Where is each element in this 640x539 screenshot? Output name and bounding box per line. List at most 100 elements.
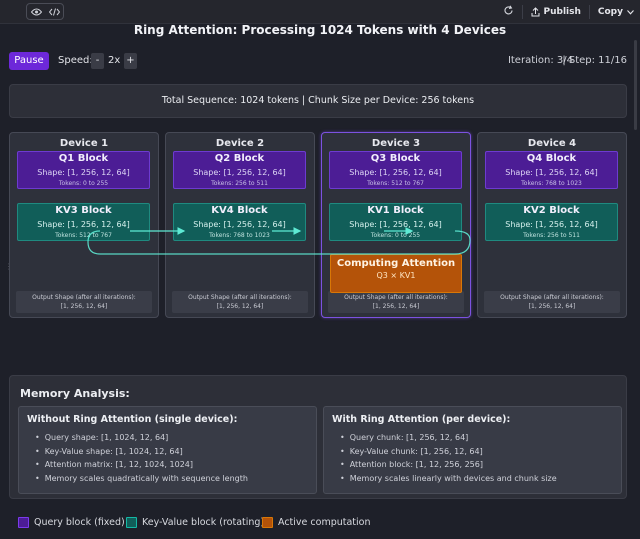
speed-label: Speed: <box>58 55 93 66</box>
block-tokens: Tokens: 0 to 255 <box>58 180 109 187</box>
output-shape-label: Output Shape (after all iterations): <box>32 294 136 301</box>
list-item: Query shape: [1, 1024, 12, 64] <box>35 431 248 445</box>
list-item: Query chunk: [1, 256, 12, 64] <box>340 431 557 445</box>
block-name: Q4 Block <box>526 153 577 164</box>
block-tokens: Tokens: 512 to 767 <box>55 232 112 239</box>
block-name: Q1 Block <box>58 153 109 164</box>
toolbar-divider <box>588 5 590 19</box>
speed-decrease-button[interactable]: - <box>91 53 104 69</box>
query-block: Q1 Block Shape: [1, 256, 12, 64] Tokens:… <box>17 151 150 189</box>
block-shape: Shape: [1, 256, 12, 64] <box>349 220 442 229</box>
view-toggle-group <box>26 3 64 20</box>
chevron-down-icon <box>627 9 634 15</box>
output-shape-value: [1, 256, 12, 64] <box>528 303 576 310</box>
output-shape-value: [1, 256, 12, 64] <box>372 303 420 310</box>
output-shape-value: [1, 256, 12, 64] <box>216 303 264 310</box>
block-shape: Shape: [1, 256, 12, 64] <box>505 168 598 177</box>
legend-label: Key-Value block (rotating) <box>142 517 265 528</box>
block-tokens: Tokens: 768 to 1023 <box>521 180 582 187</box>
rotation-return-arrow <box>87 230 471 255</box>
code-icon[interactable] <box>48 7 60 16</box>
toolbar-actions: Publish Copy <box>503 3 635 21</box>
scrollbar[interactable] <box>634 40 637 130</box>
output-shape: Output Shape (after all iterations): [1,… <box>484 291 620 313</box>
list-item: Key-Value chunk: [1, 256, 12, 64] <box>340 445 557 459</box>
query-block: Q3 Block Shape: [1, 256, 12, 64] Tokens:… <box>329 151 462 189</box>
iteration-counter: Iteration: 3/4 <box>507 55 573 66</box>
block-name: KV4 Block <box>211 205 268 216</box>
output-shape: Output Shape (after all iterations): [1,… <box>328 291 464 313</box>
block-tokens: Tokens: 0 to 255 <box>370 232 421 239</box>
memory-list: Query shape: [1, 1024, 12, 64] Key-Value… <box>35 431 248 485</box>
page-title: Ring Attention: Processing 1024 Tokens w… <box>133 23 507 37</box>
ring-diagram: Device 1 Q1 Block Shape: [1, 256, 12, 64… <box>0 130 640 322</box>
block-tokens: Tokens: 256 to 511 <box>211 180 268 187</box>
block-shape: Shape: [1, 256, 12, 64] <box>193 168 286 177</box>
list-item: Memory scales quadratically with sequenc… <box>35 472 248 486</box>
device-card-2: Device 2 Q2 Block Shape: [1, 256, 12, 64… <box>165 132 315 318</box>
compute-title: Computing Attention <box>336 258 456 269</box>
block-shape: Shape: [1, 256, 12, 64] <box>505 220 598 229</box>
device-card-4: Device 4 Q4 Block Shape: [1, 256, 12, 64… <box>477 132 627 318</box>
speed-value: 2x <box>108 55 121 66</box>
publish-label: Publish <box>543 7 581 17</box>
copy-label: Copy <box>597 7 623 17</box>
block-tokens: Tokens: 512 to 767 <box>367 180 424 187</box>
query-block: Q2 Block Shape: [1, 256, 12, 64] Tokens:… <box>173 151 306 189</box>
speed-increase-button[interactable]: + <box>124 53 137 69</box>
sequence-summary: Total Sequence: 1024 tokens | Chunk Size… <box>9 84 627 118</box>
query-block: Q4 Block Shape: [1, 256, 12, 64] Tokens:… <box>485 151 618 189</box>
device-card-1: Device 1 Q1 Block Shape: [1, 256, 12, 64… <box>9 132 159 318</box>
publish-icon <box>531 7 539 17</box>
kv-rotation-arrows <box>87 227 471 255</box>
kv-block: KV3 Block Shape: [1, 256, 12, 64] Tokens… <box>17 203 150 241</box>
eye-icon[interactable] <box>30 8 42 16</box>
legend-label: Active computation <box>278 517 371 528</box>
kv-block: KV4 Block Shape: [1, 256, 12, 64] Tokens… <box>173 203 306 241</box>
block-tokens: Tokens: 768 to 1023 <box>209 232 270 239</box>
block-tokens: Tokens: 256 to 511 <box>523 232 580 239</box>
publish-button[interactable]: Publish <box>531 7 581 17</box>
output-shape: Output Shape (after all iterations): [1,… <box>16 291 152 313</box>
memory-without-ring: Without Ring Attention (single device): … <box>18 406 317 494</box>
block-name: KV2 Block <box>523 205 580 216</box>
legend-swatch <box>18 517 29 528</box>
memory-box-title: Without Ring Attention (single device): <box>27 414 238 425</box>
playback-controls: Pause Speed: - 2x + Iteration: 3/4 | Ste… <box>9 51 629 71</box>
top-toolbar: Publish Copy <box>0 0 640 24</box>
memory-with-ring: With Ring Attention (per device): Query … <box>323 406 622 494</box>
step-counter: | Step: 11/16 <box>562 55 627 66</box>
device-title: Device 2 <box>215 138 265 149</box>
block-shape: Shape: [1, 256, 12, 64] <box>193 220 286 229</box>
output-shape-label: Output Shape (after all iterations): <box>188 294 292 301</box>
output-shape-label: Output Shape (after all iterations): <box>344 294 448 301</box>
legend-swatch <box>126 517 137 528</box>
refresh-icon[interactable] <box>503 5 514 19</box>
kv-block: KV1 Block Shape: [1, 256, 12, 64] Tokens… <box>329 203 462 241</box>
device-title: Device 3 <box>371 138 421 149</box>
kv-block: KV2 Block Shape: [1, 256, 12, 64] Tokens… <box>485 203 618 241</box>
legend-label: Query block (fixed) <box>34 517 125 528</box>
block-name: Q2 Block <box>214 153 265 164</box>
block-name: Q3 Block <box>370 153 421 164</box>
output-shape-value: [1, 256, 12, 64] <box>60 303 108 310</box>
output-shape-label: Output Shape (after all iterations): <box>500 294 604 301</box>
memory-box-title: With Ring Attention (per device): <box>332 414 511 425</box>
copy-button[interactable]: Copy <box>598 7 634 17</box>
pause-button[interactable]: Pause <box>9 52 49 70</box>
legend-item-kv: Key-Value block (rotating) <box>126 517 264 528</box>
block-name: KV3 Block <box>55 205 112 216</box>
legend-item-compute: Active computation <box>262 517 371 528</box>
list-item: Attention matrix: [1, 12, 1024, 1024] <box>35 458 248 472</box>
device-title: Device 4 <box>527 138 577 149</box>
block-shape: Shape: [1, 256, 12, 64] <box>349 168 442 177</box>
list-item: Attention block: [1, 12, 256, 256] <box>340 458 557 472</box>
block-name: KV1 Block <box>367 205 424 216</box>
device-title: Device 1 <box>59 138 109 149</box>
legend-item-query: Query block (fixed) <box>18 517 125 528</box>
list-item: Key-Value shape: [1, 1024, 12, 64] <box>35 445 248 459</box>
memory-list: Query chunk: [1, 256, 12, 64] Key-Value … <box>340 431 557 485</box>
compute-operation: Q3 × KV1 <box>376 271 416 280</box>
block-shape: Shape: [1, 256, 12, 64] <box>37 168 130 177</box>
output-shape: Output Shape (after all iterations): [1,… <box>172 291 308 313</box>
